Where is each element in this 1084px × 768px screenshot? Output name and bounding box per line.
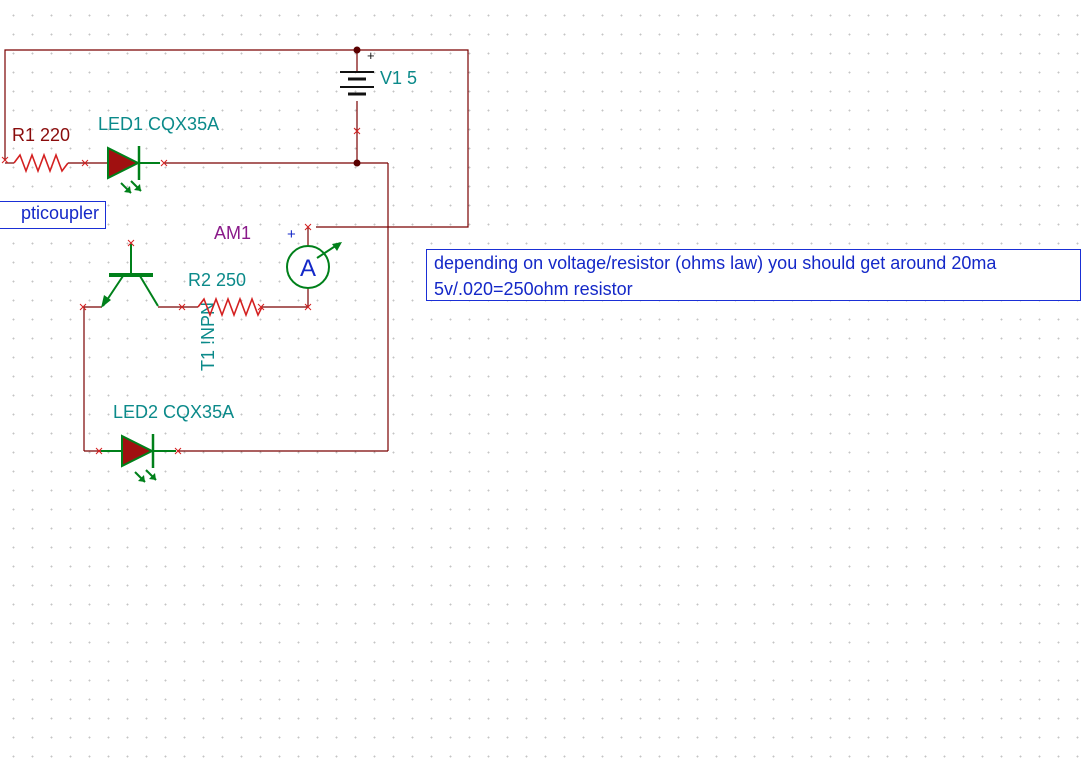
r1-value: 220 [40,125,70,145]
wires [4,49,469,452]
net-label-text: pticoupler [20,203,99,223]
v1-ref: V1 [380,68,402,88]
r1-ref: R1 [12,125,35,145]
junction-dot-top [353,46,361,54]
led2-label: LED2 CQX35A [113,402,234,422]
r2-value: 250 [216,270,246,290]
led1-ref: LED1 [98,114,143,134]
net-label-opticoupler[interactable]: pticoupler [0,201,106,229]
note-line-2: 5v/.020=250ohm resistor [434,279,633,299]
led2[interactable] [101,434,176,483]
ammeter-am1[interactable] [286,242,342,289]
v1-value: 5 [407,68,417,88]
led1-label: LED1 CQX35A [98,114,219,134]
resistor-r1[interactable] [13,152,69,174]
resistor-r2[interactable] [197,296,263,318]
resistor-r2-label: R2 250 [188,270,246,290]
wire-top-loop[interactable] [4,49,469,228]
note-line-1: depending on voltage/resistor (ohms law)… [434,253,997,273]
ammeter-plus-sign: + [287,226,296,243]
transistor-t1[interactable] [101,244,159,308]
ammeter-am1-label: AM1 [214,223,251,243]
led1[interactable] [107,146,160,194]
resistor-r1-label: R1 220 [12,125,70,145]
ammeter-symbol: A [300,255,316,282]
junction-dot-node [353,159,361,167]
battery-v1[interactable] [340,71,374,96]
pin-markers [1,127,361,455]
led2-value: CQX35A [163,402,234,422]
battery-v1-label: V1 5 [380,68,417,88]
annotation-note[interactable]: depending on voltage/resistor (ohms law)… [426,249,1081,301]
transistor-t1-label: T1 !NPN [198,302,218,371]
led1-value: CQX35A [148,114,219,134]
led2-ref: LED2 [113,402,158,422]
r2-ref: R2 [188,270,211,290]
battery-plus-sign: + [367,48,375,63]
